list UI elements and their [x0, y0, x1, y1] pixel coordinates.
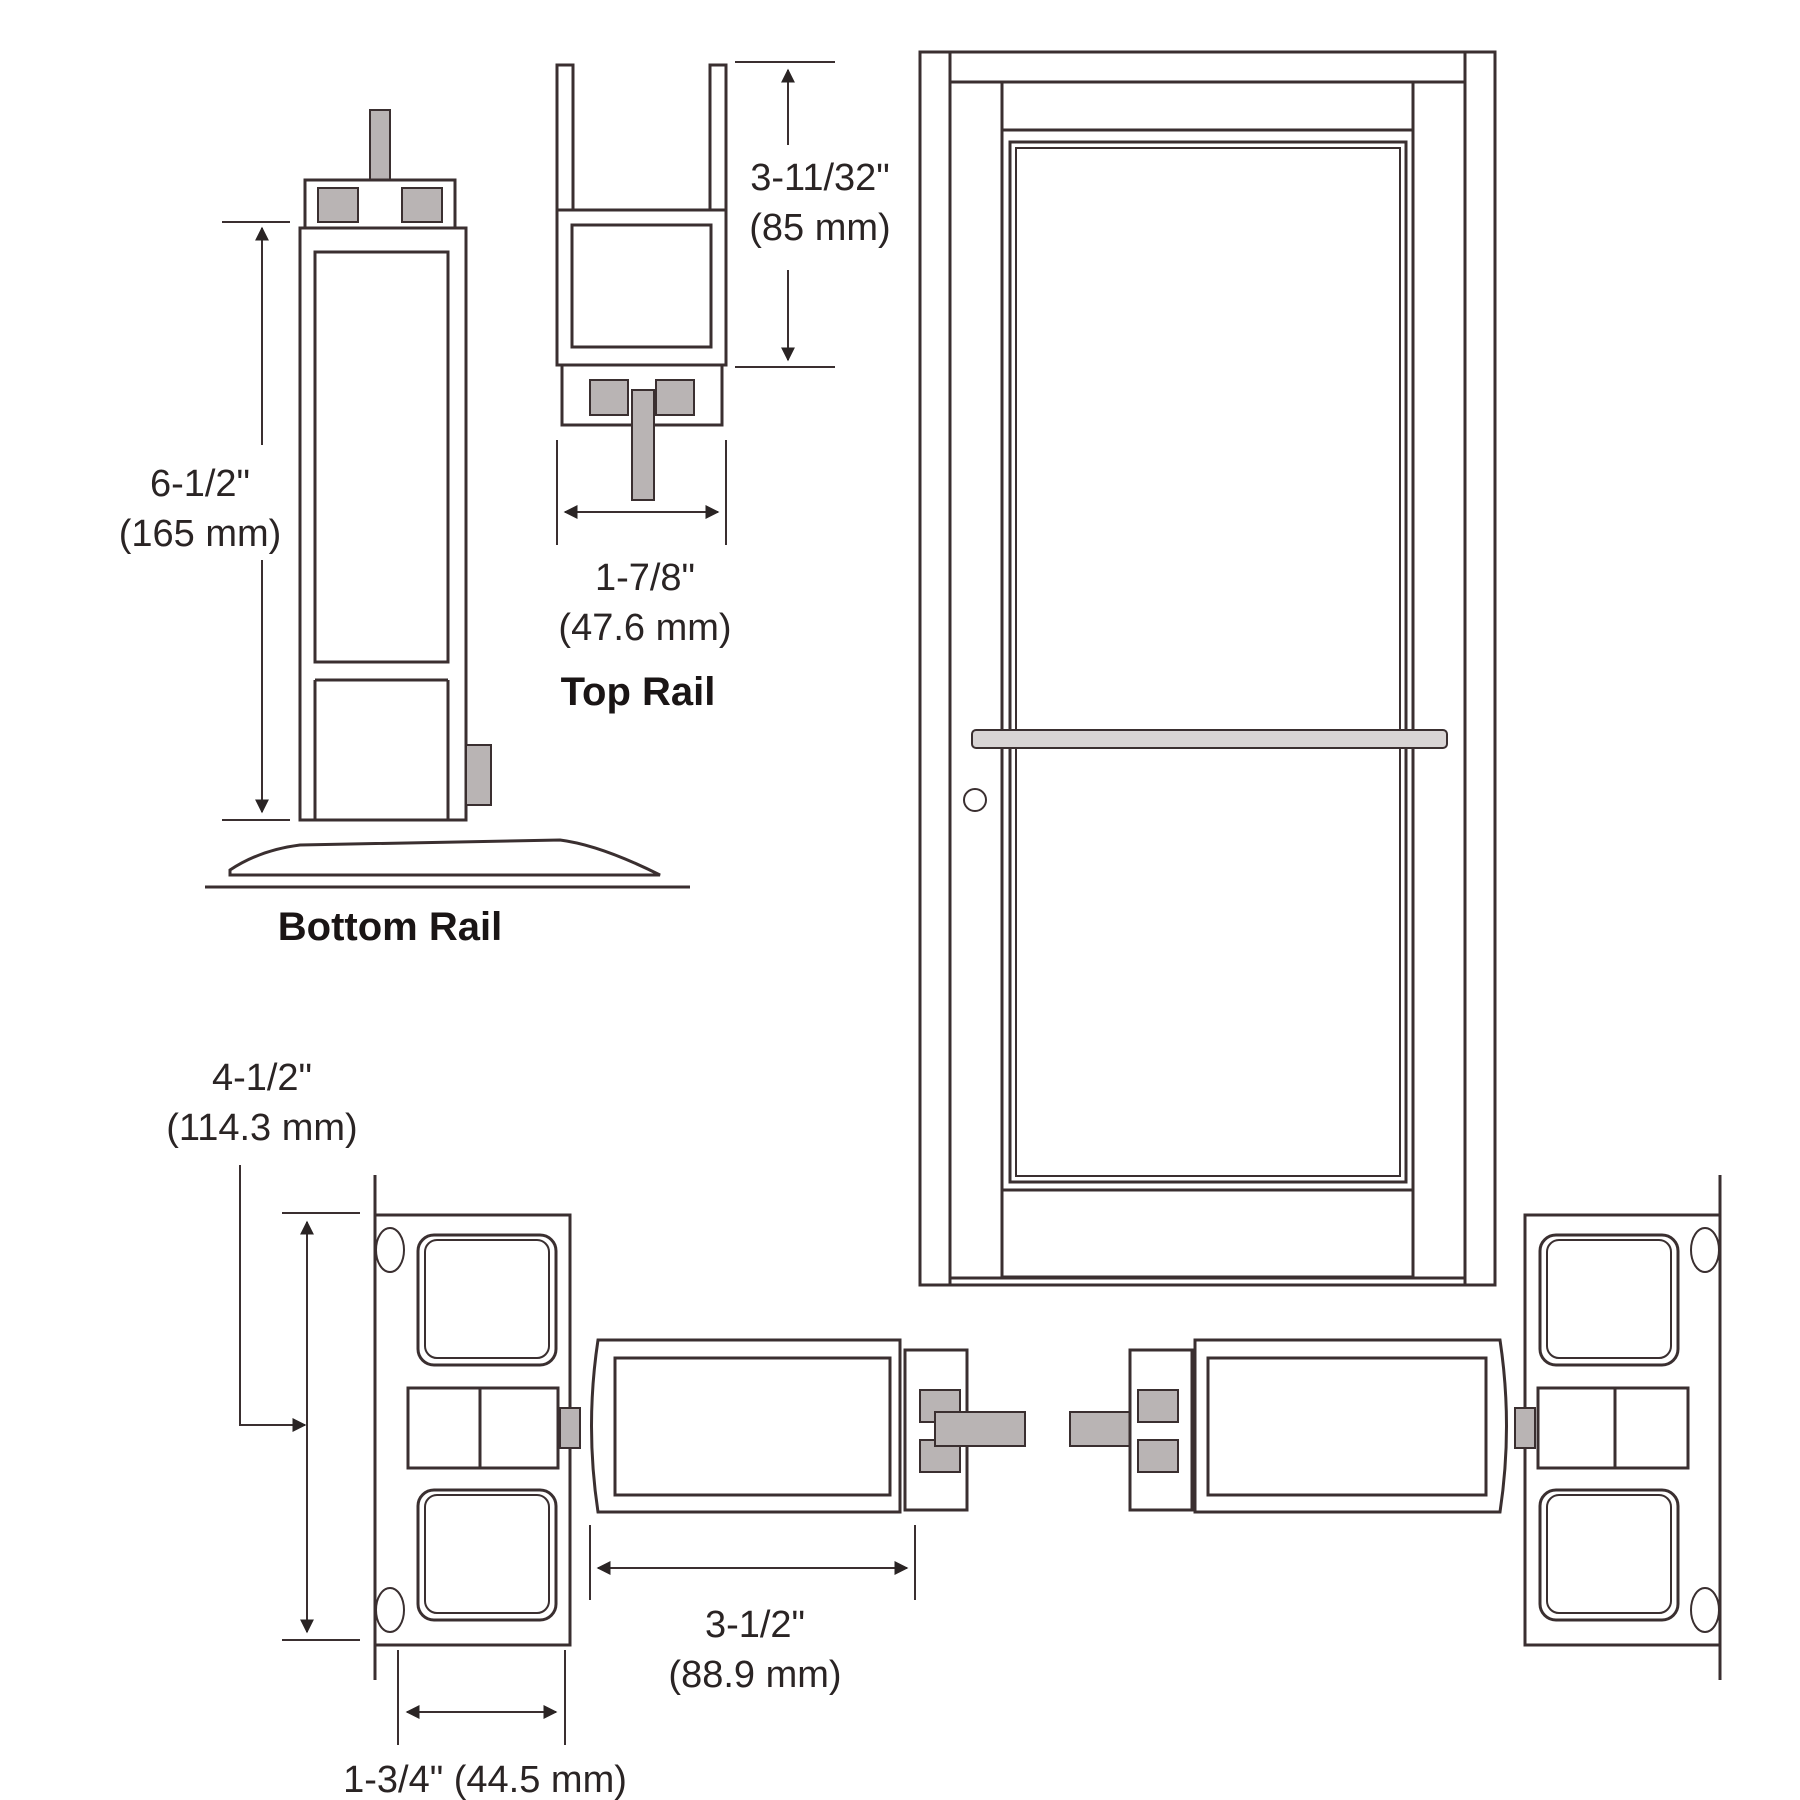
left-jamb-section: [239, 1165, 581, 1745]
door-frame: [918, 50, 1497, 1287]
top-rail-height-in: 3-11/32": [750, 157, 890, 199]
lock-cylinder-icon: [963, 788, 987, 812]
bottom-rail-title: Bottom Rail: [278, 905, 502, 949]
stile-width-mm: (88.9 mm): [668, 1654, 841, 1696]
stile-profile-left: [590, 1338, 902, 1514]
jamb-profile: [373, 1213, 572, 1647]
top-rail-width-in: 1-7/8": [595, 557, 695, 599]
door-elevation: [918, 50, 1497, 1287]
right-jamb-section: [1514, 1175, 1722, 1680]
stile-width-in: 3-1/2": [705, 1604, 805, 1646]
top-rail-profile: [555, 61, 835, 545]
door-glass-inner: [1015, 147, 1401, 1177]
jamb-depth-in: 4-1/2": [212, 1057, 312, 1099]
top-rail-glass: [631, 389, 655, 501]
bottom-rail-profile: [205, 109, 690, 889]
bottom-rail-upper-chamber: [313, 250, 450, 664]
bottom-rail-sweep: [465, 744, 492, 806]
threshold: [228, 838, 661, 877]
left-stile-section: [589, 1338, 1026, 1600]
bottom-rail-height-mm: (165 mm): [119, 513, 282, 555]
bottom-rail-gasket-left: [317, 187, 359, 223]
bottom-rail-body: [298, 226, 468, 822]
top-rail-body: [555, 208, 728, 367]
bottom-rail-gasket-right: [401, 187, 443, 223]
jamb-depth-mm: (114.3 mm): [166, 1107, 357, 1149]
push-bar: [971, 729, 1448, 749]
jamb-width: 1-3/4" (44.5 mm): [343, 1759, 627, 1800]
stile-glass-left: [934, 1411, 1026, 1447]
bottom-rail-height-in: 6-1/2": [150, 463, 250, 505]
right-stile-section: [1069, 1338, 1508, 1514]
top-rail-height-mm: (85 mm): [749, 207, 890, 249]
door-glass-outer: [1008, 140, 1408, 1184]
top-rail-width-mm: (47.6 mm): [558, 607, 731, 649]
top-rail-title: Top Rail: [561, 670, 716, 714]
stile-profile-right: [1193, 1338, 1508, 1514]
